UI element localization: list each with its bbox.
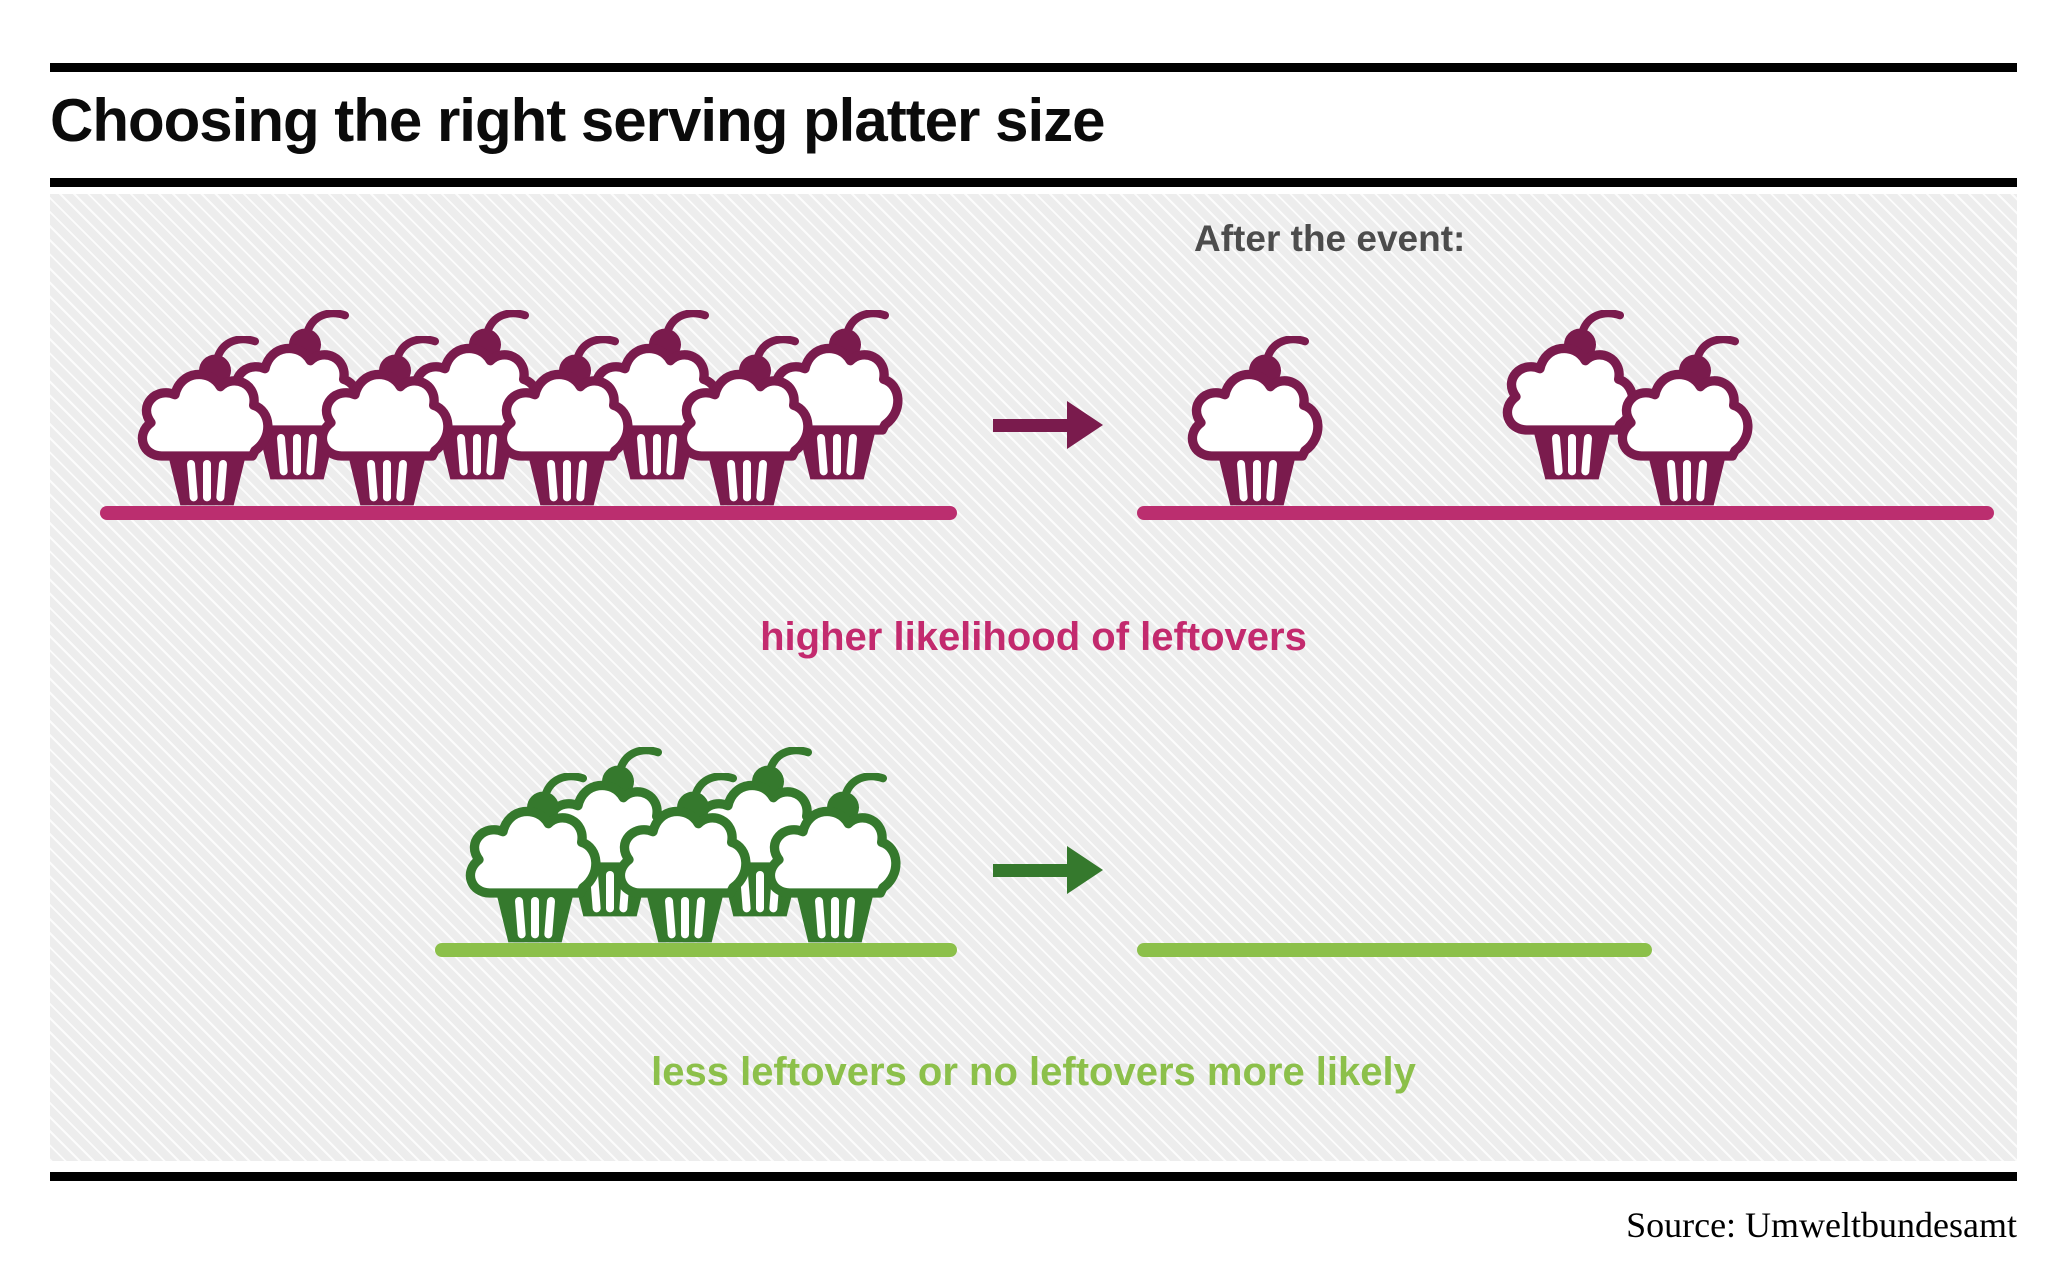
header-rule-top	[50, 63, 2017, 72]
cupcake-group-small-after	[1137, 747, 1652, 953]
cupcake-group-large-before	[127, 309, 917, 516]
cupcake-group-small-before	[455, 746, 915, 953]
cupcake-icon	[317, 335, 453, 506]
platter-large-before	[100, 506, 957, 520]
cupcake-icon	[765, 772, 901, 943]
infographic-panel: After the event:	[50, 194, 2017, 1161]
cupcake-icon	[667, 335, 827, 516]
arrow-right-icon	[993, 846, 1103, 894]
cupcake-icon	[1607, 335, 1767, 516]
cupcake-icon	[757, 309, 917, 490]
footer-rule	[50, 1172, 2017, 1181]
cupcake-icon	[497, 335, 633, 506]
after-event-label: After the event:	[1194, 218, 1466, 259]
cupcake-icon	[767, 309, 903, 480]
platter-small-after	[1137, 943, 1652, 957]
cupcake-icon	[1502, 309, 1638, 480]
caption-large-platter: higher likelihood of leftovers	[760, 615, 1307, 659]
cupcake-icon	[465, 772, 601, 943]
header-rule-bottom	[50, 178, 2017, 187]
cupcake-icon	[1177, 335, 1337, 516]
cupcake-icon	[615, 772, 751, 943]
arrow-small	[993, 842, 1103, 898]
cupcake-icon	[307, 335, 467, 516]
arrow-right-icon	[993, 401, 1103, 449]
cupcake-icon	[1187, 335, 1323, 506]
caption-small-platter: less leftovers or no leftovers more like…	[651, 1050, 1416, 1094]
cupcake-icon	[677, 335, 813, 506]
cupcake-icon	[755, 772, 915, 953]
source-credit: Source: Umweltbundesamt	[1626, 1205, 2017, 1245]
cupcake-icon	[455, 772, 615, 953]
cupcake-icon	[137, 335, 273, 506]
arrow-large	[993, 397, 1103, 453]
cupcake-icon	[1617, 335, 1753, 506]
platter-small-before	[435, 943, 957, 957]
cupcake-icon	[487, 335, 647, 516]
platter-large-after	[1137, 506, 1994, 520]
cupcake-icon	[605, 772, 765, 953]
cupcake-icon	[127, 335, 287, 516]
page-title: Choosing the right serving platter size	[50, 87, 1105, 154]
cupcake-icon	[1492, 309, 1652, 490]
cupcake-group-large-after	[1137, 309, 1994, 516]
